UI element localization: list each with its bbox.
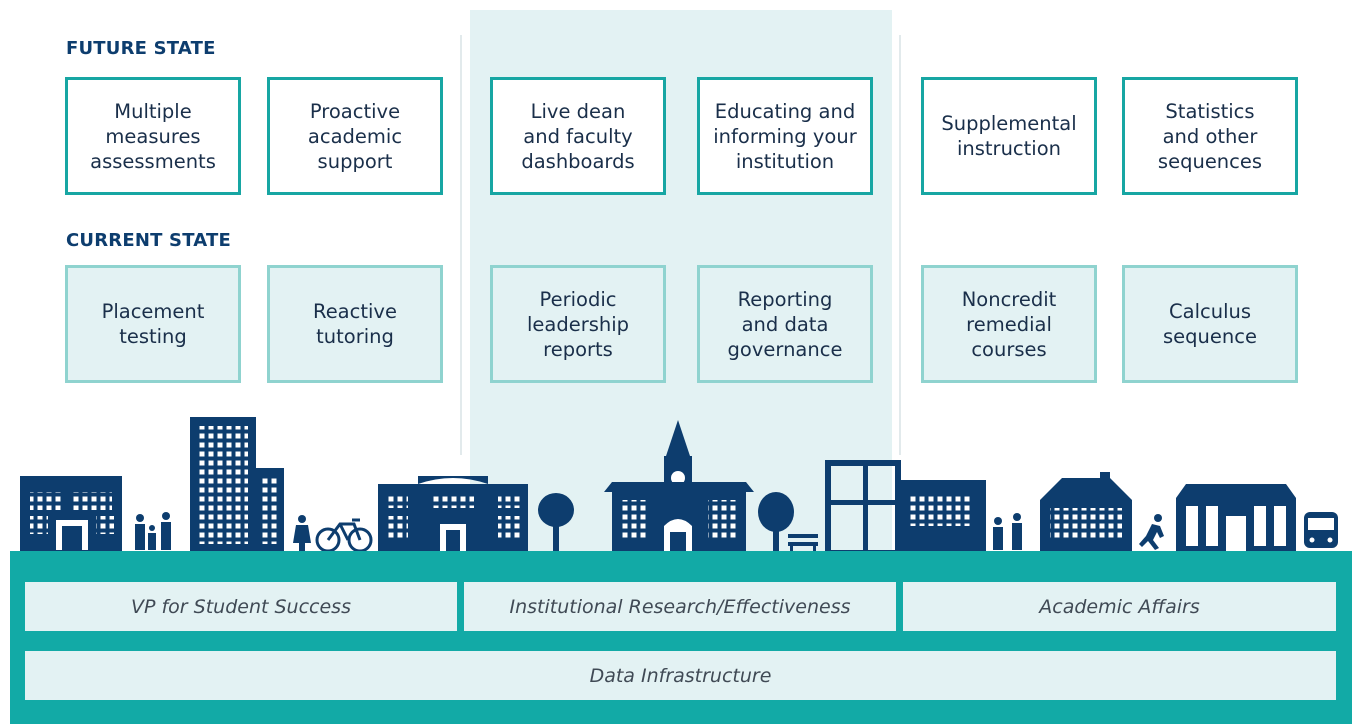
runner-icon [1139, 514, 1164, 550]
current-box-label: Periodic leadership reports [526, 287, 630, 361]
current-box-periodic-reports: Periodic leadership reports [490, 265, 666, 383]
current-box-reporting-governance: Reporting and data governance [697, 265, 873, 383]
family-icon [993, 513, 1022, 550]
current-box-label: Reactive tutoring [313, 300, 397, 348]
dept-institutional-research: Institutional Research/Effectiveness [464, 582, 896, 631]
tree-icon [538, 493, 574, 552]
current-box-reactive-tutoring: Reactive tutoring [267, 265, 443, 383]
future-box-educating-institution: Educating and informing your institution [697, 77, 873, 195]
school-icon [378, 476, 528, 552]
current-state-heading: CURRENT STATE [66, 230, 232, 251]
bench-icon [788, 534, 818, 552]
columns-building-icon [1176, 484, 1296, 552]
future-box-label: Supplemental instruction [941, 112, 1077, 160]
dept-academic-affairs: Academic Affairs [903, 582, 1336, 631]
future-box-supplemental-instruction: Supplemental instruction [921, 77, 1097, 195]
current-box-label: Calculus sequence [1163, 300, 1257, 348]
future-box-proactive-support: Proactive academic support [267, 77, 443, 195]
modern-building-icon [825, 460, 986, 556]
future-state-heading: FUTURE STATE [66, 38, 216, 59]
bus-icon [1304, 512, 1338, 548]
future-box-label: Multiple measures assessments [90, 99, 216, 173]
house-icon [1040, 472, 1132, 552]
column-divider-left [460, 35, 462, 455]
dept-vp-student-success: VP for Student Success [25, 582, 457, 631]
tower-icon [190, 417, 284, 552]
building-icon [20, 476, 122, 552]
future-box-statistics-sequences: Statistics and other sequences [1122, 77, 1298, 195]
current-box-label: Placement testing [101, 300, 205, 348]
current-box-label: Reporting and data governance [727, 287, 843, 361]
tree-icon [758, 492, 794, 552]
future-box-live-dashboards: Live dean and faculty dashboards [490, 77, 666, 195]
person-icon [293, 515, 311, 552]
clock-tower-icon [604, 420, 754, 552]
future-box-multiple-measures: Multiple measures assessments [65, 77, 241, 195]
bicycle-icon [315, 518, 373, 553]
future-box-label: Live dean and faculty dashboards [521, 99, 635, 173]
future-box-label: Proactive academic support [307, 99, 403, 173]
future-box-label: Statistics and other sequences [1157, 99, 1263, 173]
current-box-calculus-sequence: Calculus sequence [1122, 265, 1298, 383]
current-box-label: Noncredit remedial courses [961, 287, 1057, 361]
campus-skyline [20, 417, 1338, 556]
data-infrastructure-bar: Data Infrastructure [25, 651, 1336, 700]
current-box-noncredit-remedial: Noncredit remedial courses [921, 265, 1097, 383]
family-icon [135, 512, 171, 550]
column-divider-right [899, 35, 901, 455]
current-box-placement-testing: Placement testing [65, 265, 241, 383]
future-box-label: Educating and informing your institution [713, 99, 857, 173]
